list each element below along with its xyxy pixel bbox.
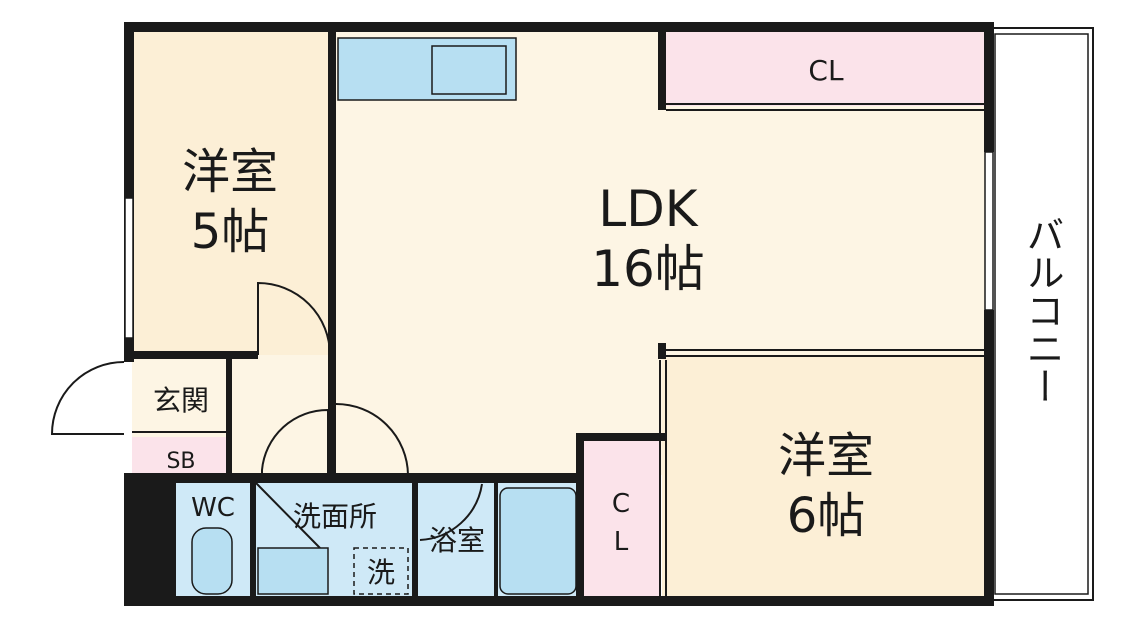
entrance-label: 玄関	[153, 384, 209, 417]
door-hall-washroom	[261, 408, 329, 475]
wall-wet-top	[124, 473, 584, 483]
shoebox-floor	[132, 437, 230, 475]
closet-side-floor	[582, 438, 660, 600]
western-room-5-floor	[132, 30, 332, 355]
door-bath	[419, 483, 483, 541]
ldk-name: LDK	[598, 180, 698, 238]
outer-wall-right-top	[984, 22, 994, 152]
toilet-label: WC	[191, 493, 235, 523]
window-5room	[124, 197, 134, 339]
ldk-size: 16帖	[591, 240, 705, 298]
wall-closet-top-left	[658, 30, 666, 110]
balcony-rail	[994, 33, 1089, 595]
door-entrance	[50, 361, 125, 435]
wall-toilet-right	[250, 483, 256, 600]
kitchen-sink	[431, 45, 507, 95]
bathroom-label: 浴室	[429, 524, 485, 557]
bathtub	[499, 487, 577, 595]
outer-wall-top	[124, 22, 994, 32]
room-5-name: 洋室	[182, 144, 278, 200]
room-5-size: 5帖	[191, 204, 270, 260]
closet-top-floor	[662, 30, 990, 106]
closet-side-label-1: C	[612, 489, 630, 519]
wall-closet-side-left	[576, 433, 584, 606]
toilet-tank	[191, 527, 233, 595]
wall-hall-right	[328, 355, 336, 475]
outer-wall-right-bottom	[984, 310, 994, 606]
shoebox-label: SB	[166, 449, 195, 474]
washer-label: 洗	[367, 556, 395, 589]
hall-floor	[230, 355, 332, 475]
room-6-name: 洋室	[778, 428, 874, 484]
entrance-floor	[132, 355, 230, 437]
wash-basin	[257, 547, 329, 595]
left-lower-block	[124, 475, 176, 606]
room-6-size: 6帖	[787, 488, 866, 544]
wall-5room-right	[328, 30, 336, 355]
window-ldk-balcony	[984, 151, 994, 311]
western-room-6-floor	[662, 355, 990, 600]
door-5room	[257, 281, 331, 356]
door-ldk	[335, 403, 409, 476]
washer-space	[353, 547, 409, 595]
door-toilet	[255, 482, 321, 549]
wall-5room-bottom	[124, 351, 258, 359]
wall-hall-left	[226, 355, 232, 475]
washroom-label: 洗面所	[293, 500, 377, 533]
wall-6room-left-stub	[658, 343, 666, 359]
wall-bath-mid	[494, 483, 498, 600]
wall-wash-right	[412, 483, 418, 600]
closet-side-label-2: L	[614, 527, 629, 557]
outer-wall-bottom	[124, 596, 994, 606]
wall-closet-side-top	[576, 433, 666, 441]
outer-wall-left	[124, 22, 134, 362]
balcony-area	[989, 27, 1094, 601]
closet-top-label: CL	[808, 54, 844, 87]
balcony-label: バルコニー	[1020, 215, 1064, 405]
